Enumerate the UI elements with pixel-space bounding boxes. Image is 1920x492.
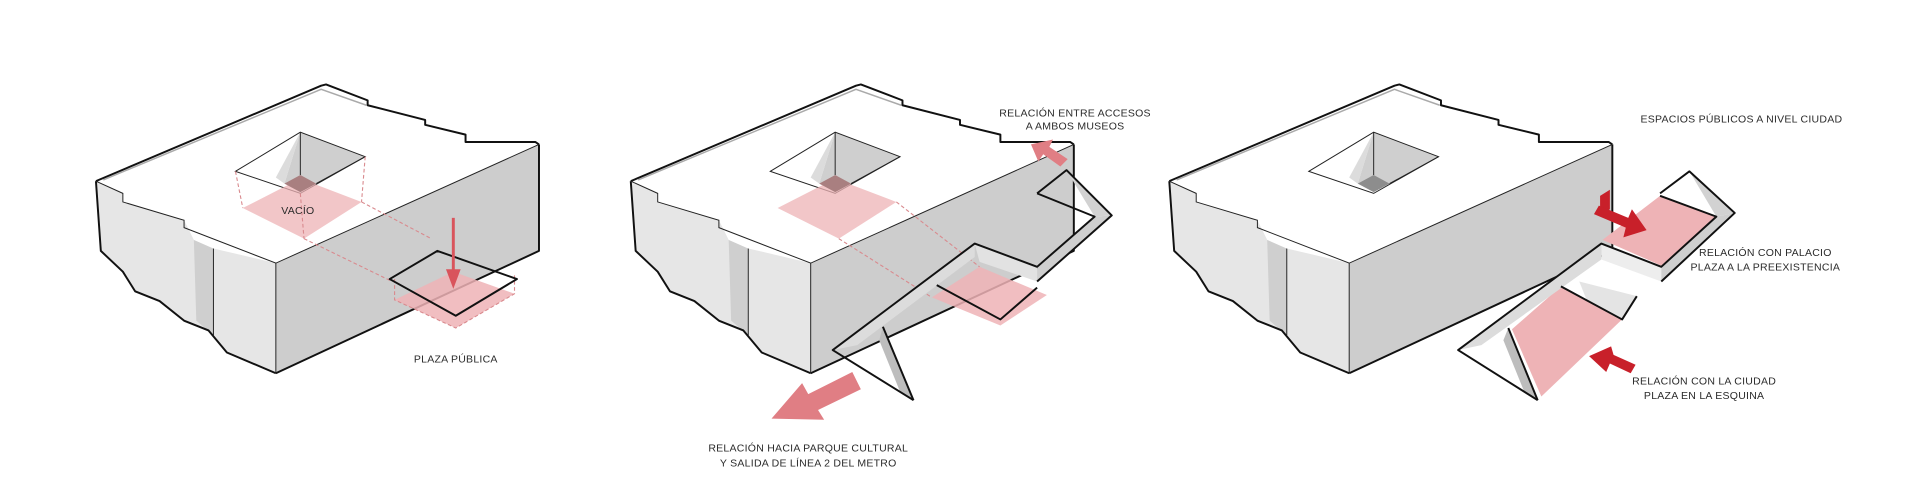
down-arrow-icon bbox=[445, 217, 461, 289]
plaza-ribbon bbox=[1457, 170, 1736, 402]
plaza-box bbox=[388, 249, 518, 329]
panel-vacio-plaza: VACÍO PLAZA PÚBLICA bbox=[94, 83, 540, 375]
plaza-ribbon bbox=[831, 169, 1113, 402]
projection-lines bbox=[234, 156, 432, 282]
arrow-up-left-icon bbox=[1030, 139, 1068, 167]
label-palacio-line1: RELACIÓN CON PALACIO bbox=[1699, 246, 1832, 259]
arrow-right-icon bbox=[1593, 205, 1647, 238]
label-ciudad-line2: PLAZA EN LA ESQUINA bbox=[1644, 390, 1764, 402]
label-accesos-line1: RELACIÓN ENTRE ACCESOS bbox=[999, 106, 1150, 119]
label-accesos-line2: A AMBOS MUSEOS bbox=[1026, 121, 1125, 133]
void-bottom bbox=[284, 175, 317, 193]
panel-accesos: RELACIÓN ENTRE ACCESOS A AMBOS MUSEOS RE… bbox=[629, 83, 1151, 469]
panel-espacios-publicos: ESPACIOS PÚBLICOS A NIVEL CIUDAD RELACIÓ… bbox=[1168, 83, 1842, 402]
arrow-down-left-icon bbox=[771, 372, 861, 420]
void-floor-pink bbox=[777, 178, 897, 239]
label-espacios-publicos: ESPACIOS PÚBLICOS A NIVEL CIUDAD bbox=[1640, 112, 1842, 125]
label-ciudad-line1: RELACIÓN CON LA CIUDAD bbox=[1632, 374, 1776, 387]
label-plaza-publica: PLAZA PÚBLICA bbox=[414, 352, 498, 365]
void-bottom bbox=[1357, 175, 1390, 193]
label-vacio: VACÍO bbox=[281, 204, 314, 217]
void-floor-pink bbox=[242, 178, 362, 239]
label-parque-line1: RELACIÓN HACIA PARQUE CULTURAL bbox=[708, 442, 908, 455]
label-palacio-line2: PLAZA A LA PREEXISTENCIA bbox=[1690, 261, 1840, 273]
void-bottom bbox=[819, 175, 852, 193]
arrow-left-icon bbox=[1589, 346, 1636, 374]
label-parque-line2: Y SALIDA DE LÍNEA 2 DEL METRO bbox=[720, 456, 897, 469]
